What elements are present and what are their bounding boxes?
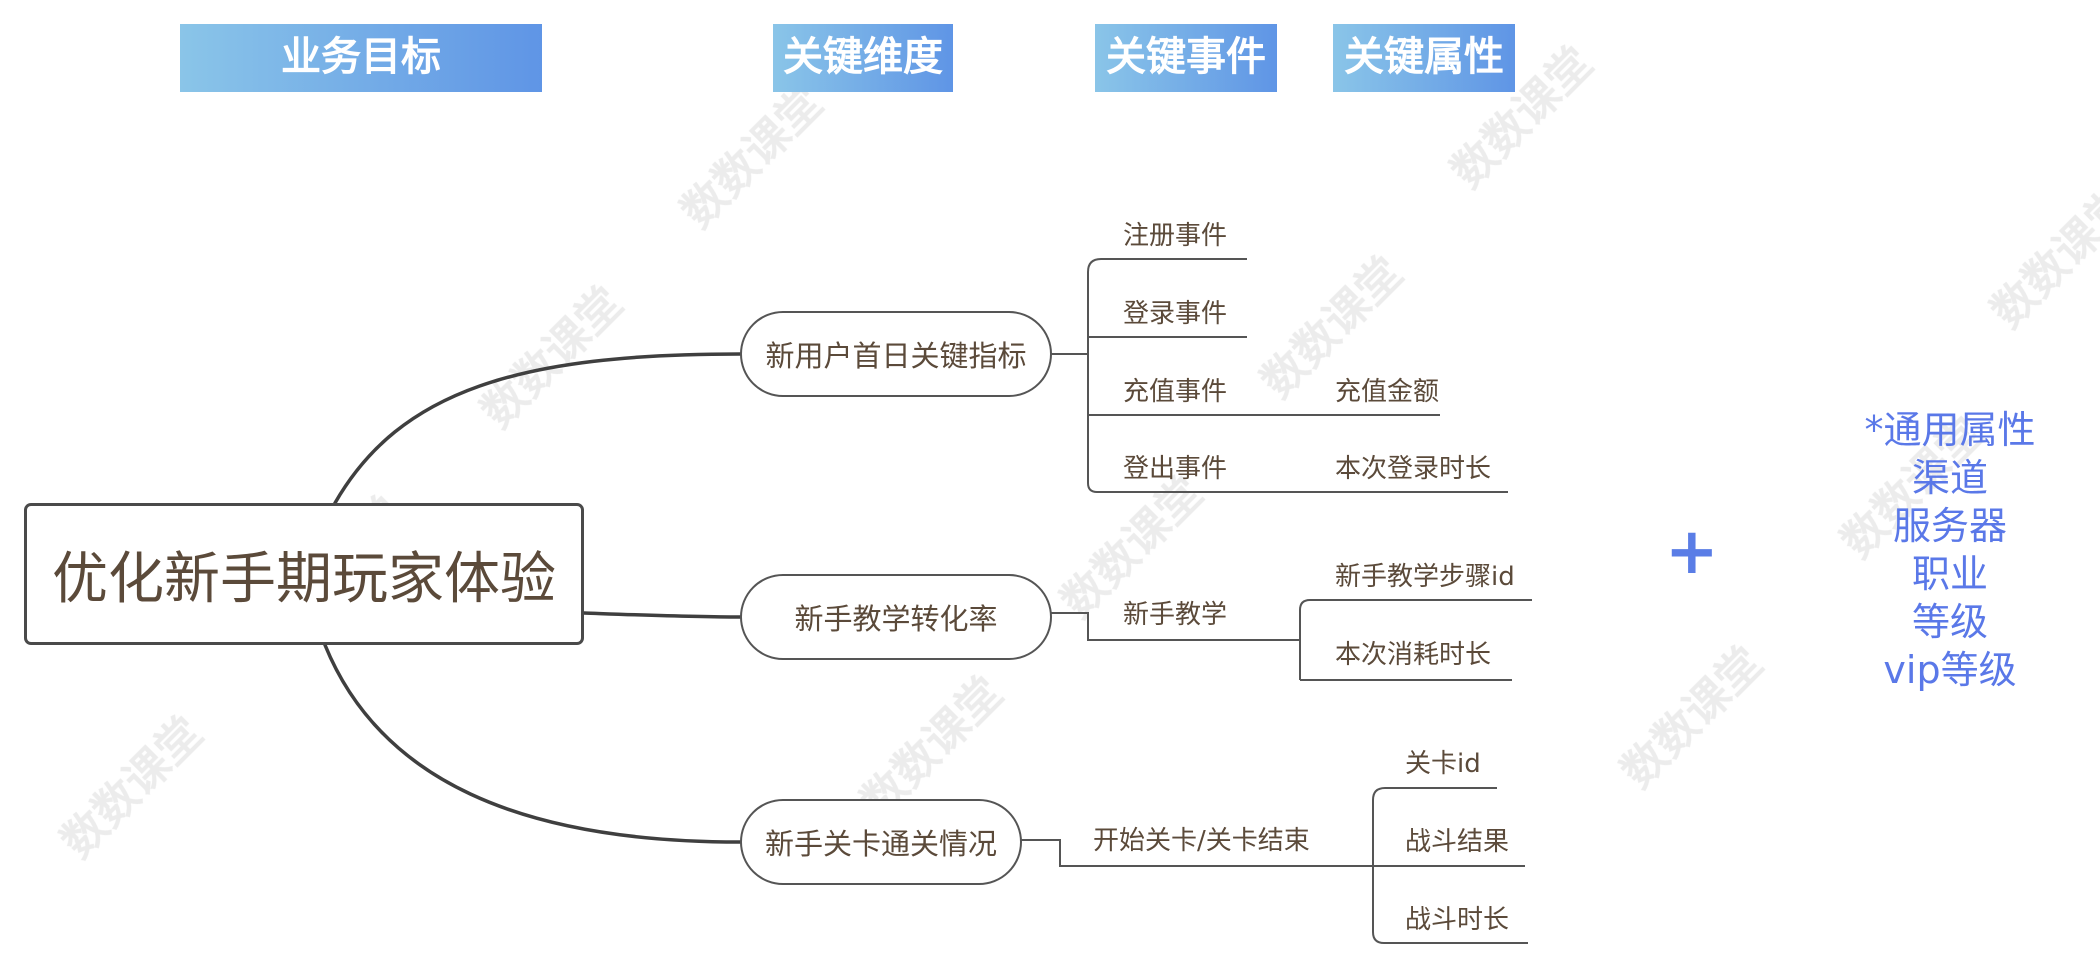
attribute-label-recharge-amount: 充值金额 [1335,377,1440,407]
dim3-bracket [1020,839,1373,867]
common-attribute-item: 职业 [1911,552,1988,596]
common-attributes-title: *通用属性 [1864,408,2036,452]
header-business-goal: 业务目标 [180,24,542,92]
common-attribute-item: 服务器 [1892,504,2007,548]
event-label-logout: 登出事件 [1123,454,1228,484]
root-to-dim1-connector [333,352,742,505]
common-attribute-item: 渠道 [1911,456,1988,500]
event-label-tutorial: 新手教学 [1123,600,1228,630]
root-to-dim3-connector [323,643,742,844]
dimension-node-new-user: 新用户首日关键指标 [740,311,1052,397]
common-attribute-item: 等级 [1911,600,1988,644]
header-key-attribute: 关键属性 [1333,24,1515,92]
root-node: 优化新手期玩家体验 [24,503,584,645]
dim2-attribute-bracket [1299,599,1532,681]
event-label-stage-start-end: 开始关卡/关卡结束 [1093,826,1310,856]
common-attributes-list: *通用属性 渠道 服务器 职业 等级 vip等级 [1855,406,2045,694]
dim1-bracket [1050,258,1102,493]
common-attribute-item: vip等级 [1883,648,2017,692]
attribute-label-login-duration: 本次登录时长 [1335,454,1492,484]
plus-sign: + [1665,515,1719,589]
attribute-label-battle-duration: 战斗时长 [1405,905,1510,935]
attribute-label-stage-id: 关卡id [1405,749,1481,779]
header-key-event: 关键事件 [1095,24,1277,92]
dim3-attribute-bracket [1372,787,1528,944]
event-label-register: 注册事件 [1123,221,1228,251]
dim2-bracket [1050,612,1300,641]
attribute-label-tutorial-duration: 本次消耗时长 [1335,640,1492,670]
root-to-dim2-connector [582,611,742,619]
event-label-recharge: 充值事件 [1123,377,1228,407]
attribute-label-tutorial-step-id: 新手教学步骤id [1335,562,1515,592]
header-key-dimension: 关键维度 [773,24,953,92]
attribute-label-battle-result: 战斗结果 [1405,827,1510,857]
dimension-node-stage: 新手关卡通关情况 [740,799,1022,885]
event-label-login: 登录事件 [1123,299,1228,329]
dimension-node-tutorial: 新手教学转化率 [740,574,1052,660]
